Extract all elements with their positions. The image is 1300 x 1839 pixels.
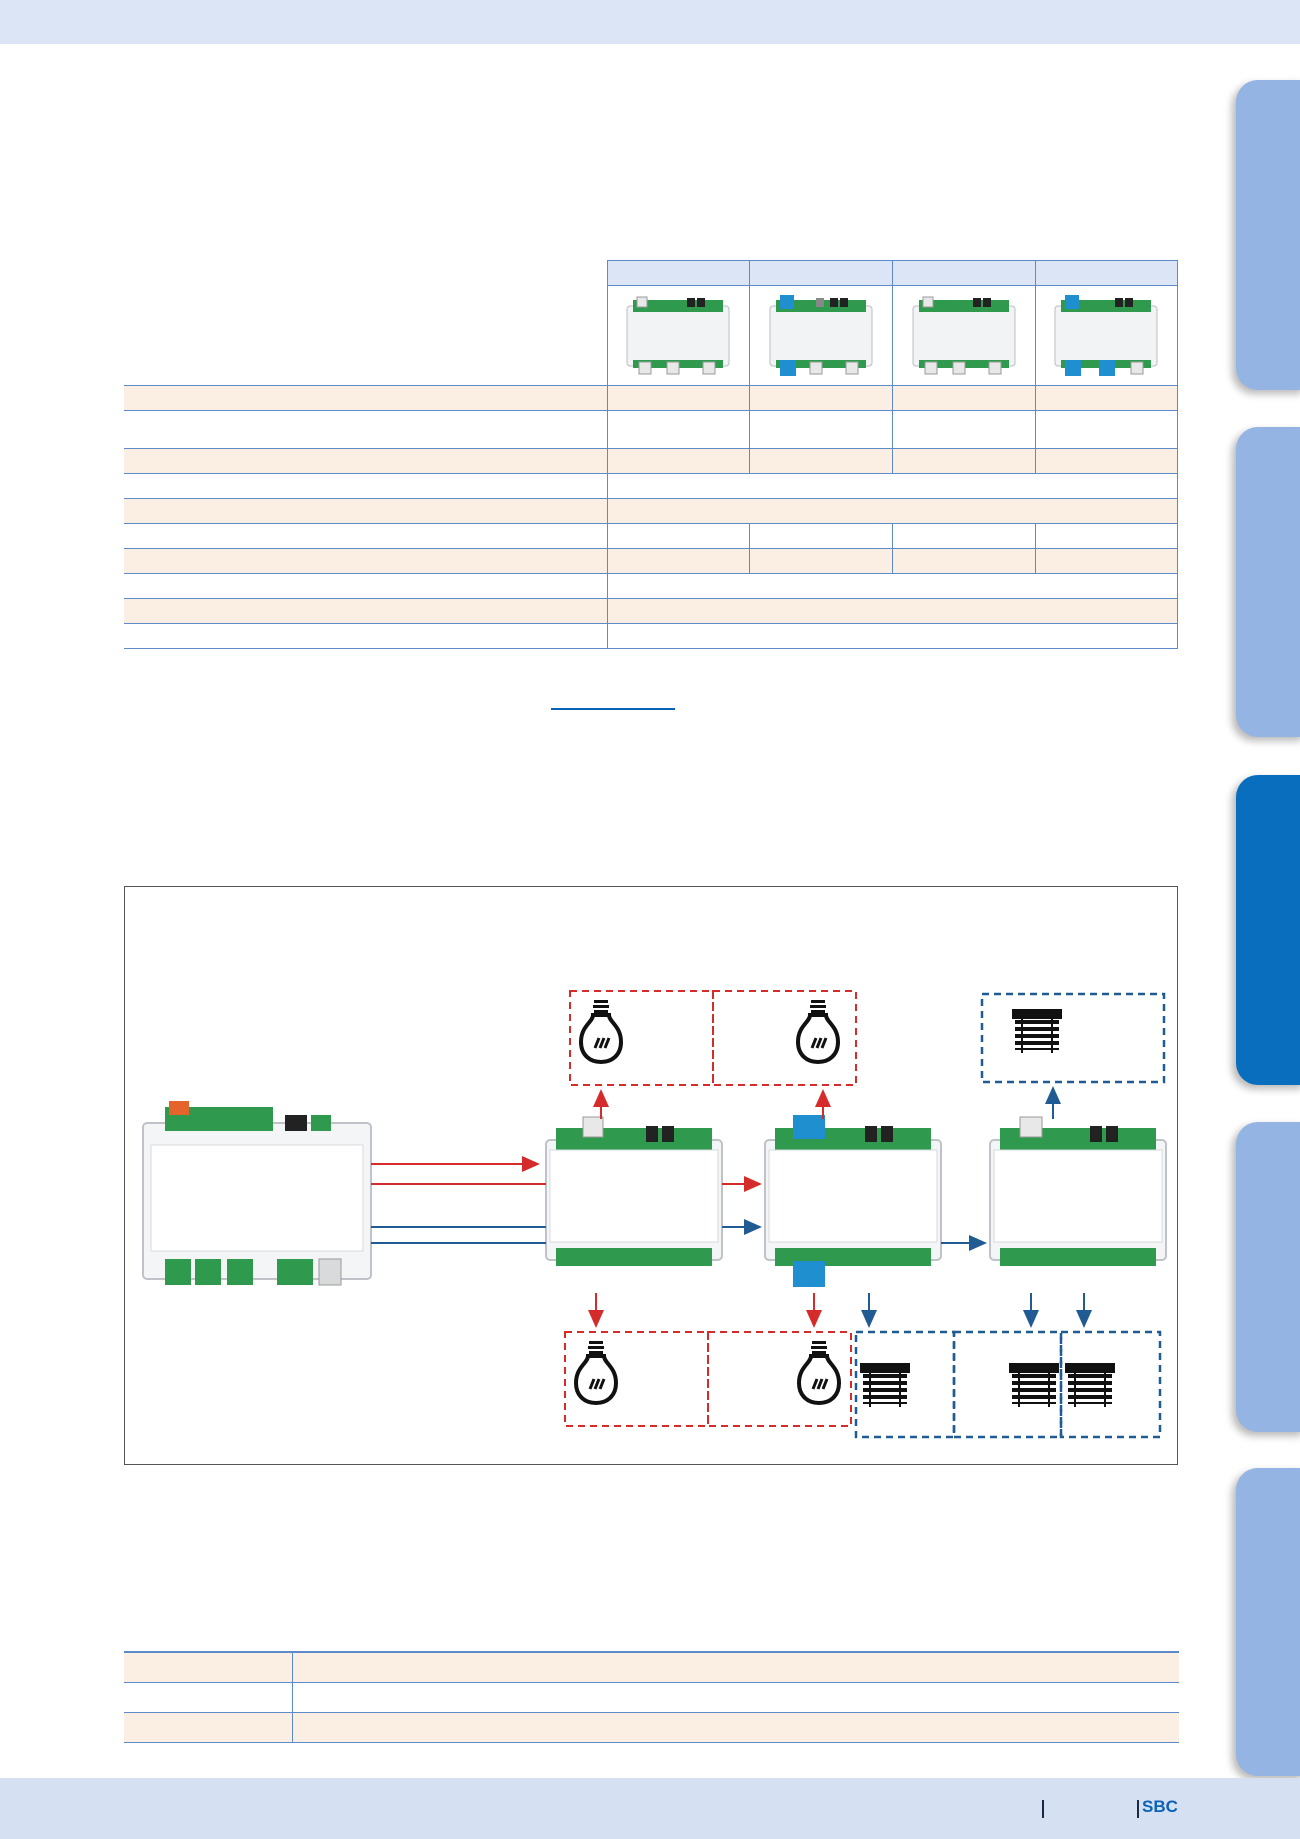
spec-row <box>124 498 1178 524</box>
side-tab-1[interactable] <box>1236 80 1300 390</box>
side-tab-5[interactable] <box>1236 1468 1300 1776</box>
header-band <box>0 0 1300 44</box>
light-zone-top-2 <box>712 990 857 1086</box>
bottom-table <box>124 1651 1179 1743</box>
light-zone-bottom-2 <box>707 1331 852 1427</box>
module-image-4 <box>1034 285 1178 386</box>
spec-row <box>124 523 1178 549</box>
spec-row <box>124 548 1178 574</box>
side-tab-2[interactable] <box>1236 427 1300 737</box>
module-image-3 <box>891 285 1036 386</box>
bulb-icon <box>796 998 840 1064</box>
blinds-zone-bottom-3 <box>1059 1330 1162 1439</box>
bulb-icon <box>574 1339 618 1405</box>
io-module-1 <box>545 1125 723 1267</box>
blinds-icon <box>1064 1362 1116 1408</box>
blinds-icon <box>859 1362 911 1408</box>
bottom-table-row <box>124 1712 1179 1743</box>
spec-row <box>124 623 1178 649</box>
blinds-zone-bottom-1 <box>854 1330 956 1439</box>
master-controller-module <box>142 1101 372 1286</box>
light-zone-bottom-1 <box>564 1331 709 1427</box>
spec-row <box>124 473 1178 499</box>
blinds-icon <box>1011 1008 1063 1054</box>
wiring-diagram-frame <box>124 886 1178 1465</box>
module-image-2 <box>748 285 893 386</box>
spec-table <box>124 260 1178 649</box>
blinds-icon <box>1008 1362 1060 1408</box>
light-zone-top-1 <box>569 990 714 1086</box>
bulb-icon <box>579 998 623 1064</box>
footer-brand-logo: SBC <box>1142 1797 1178 1816</box>
side-tab-3-active[interactable] <box>1236 775 1300 1085</box>
module-image-1 <box>606 285 750 386</box>
blinds-zone-top <box>980 992 1166 1084</box>
blinds-zone-bottom-2 <box>952 1330 1063 1439</box>
io-module-3 <box>989 1125 1167 1267</box>
spec-row <box>124 410 1178 449</box>
footer-band <box>0 1778 1300 1839</box>
hyperlink-underline[interactable] <box>551 708 675 710</box>
footer-divider <box>1137 1800 1139 1818</box>
footer-divider <box>1042 1800 1044 1818</box>
spec-image-row <box>124 285 1178 386</box>
side-tab-4[interactable] <box>1236 1122 1300 1432</box>
io-module-2 <box>764 1125 942 1267</box>
bottom-table-row <box>124 1682 1179 1713</box>
spec-row <box>124 573 1178 599</box>
spec-row <box>124 598 1178 624</box>
wiring-diagram <box>142 990 1167 1439</box>
spec-row <box>124 448 1178 474</box>
spec-row <box>124 385 1178 411</box>
bottom-table-row <box>124 1651 1179 1683</box>
bulb-icon <box>797 1339 841 1405</box>
spec-header-row <box>124 260 1178 286</box>
